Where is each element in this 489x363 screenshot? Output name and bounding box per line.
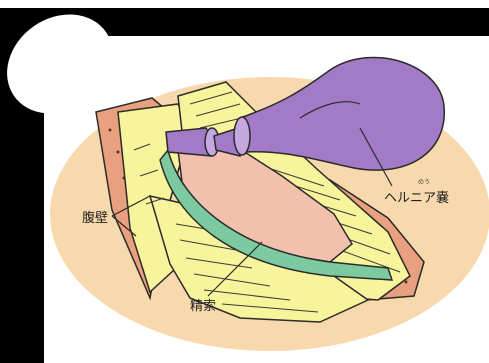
abdominal-wall-label: 腹壁: [82, 210, 108, 226]
spermatic-cord-label: 精索: [190, 299, 216, 314]
hernia-sac-label: ヘルニア嚢: [384, 190, 449, 206]
hernia-sac-furigana: のう: [418, 179, 430, 186]
